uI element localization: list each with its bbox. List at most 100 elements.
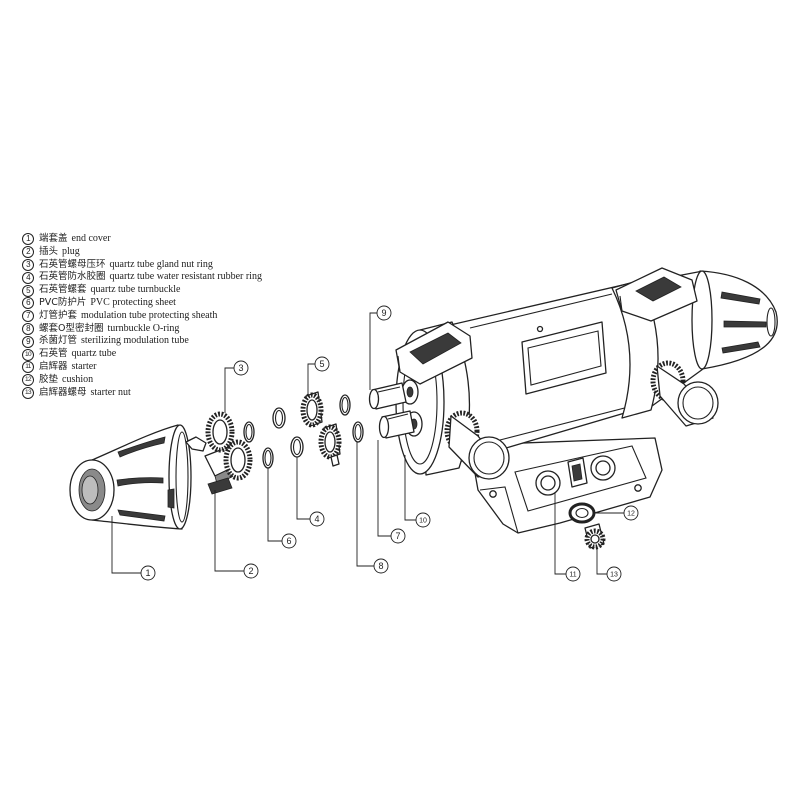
legend-en-label: quartz tube <box>71 348 117 360</box>
left-handle-shape <box>409 332 462 365</box>
right-end-cover-shape <box>766 307 776 337</box>
left-end-plate-shape <box>406 386 414 398</box>
legend-number: 7 <box>22 310 34 323</box>
legend-zh-label: 杀菌灯管 <box>39 335 78 347</box>
legend-zh-label: PVC防护片 <box>39 296 87 308</box>
legend-number: 6 <box>22 297 34 310</box>
callout-number: 1 <box>145 568 150 578</box>
sterilizer-base <box>469 437 663 534</box>
left-knob-shape <box>473 441 505 475</box>
starter-nut <box>584 523 606 550</box>
gland-nut-rings-shape <box>212 419 228 445</box>
callout-number: 8 <box>378 561 383 571</box>
sterilizer-base-shape <box>479 486 519 534</box>
legend-en-label: quartz tube gland nut ring <box>109 258 213 270</box>
quartz-tubes-shape <box>368 388 380 410</box>
callout-8: 8 <box>356 442 389 574</box>
legend-en-label: quartz tube water resistant rubber ring <box>109 271 262 283</box>
quartz-tubes <box>368 382 415 439</box>
quartz-tubes-shape <box>377 386 401 393</box>
turnbuckle-o-rings <box>339 394 364 443</box>
pvc-protecting-sheets <box>243 421 274 469</box>
callout-7: 7 <box>377 440 406 544</box>
legend-zh-label: 螺套O型密封圈 <box>39 322 104 334</box>
turnbuckle-o-rings-shape <box>341 396 349 414</box>
legend-number: 10 <box>22 348 34 361</box>
legend-number: 2 <box>22 246 34 259</box>
plug-shape <box>185 436 207 452</box>
callout-number: 3 <box>238 363 243 373</box>
legend-number: 13 <box>22 386 34 399</box>
callout-5: 5 <box>307 356 330 395</box>
rubber-rings-shape <box>274 409 284 427</box>
callout-5-shape <box>314 356 330 372</box>
callout-3: 3 <box>224 360 249 413</box>
legend-zh-label: 石英管螺母压环 <box>39 258 106 270</box>
legend-number: 1 <box>22 233 34 246</box>
legend-en-label: PVC protecting sheet <box>90 296 176 308</box>
left-handle-shape <box>397 355 401 373</box>
callout-12: 12 <box>594 505 639 521</box>
callout-6-shape <box>281 533 297 549</box>
right-knob <box>650 360 719 427</box>
legend-en-label: end cover <box>71 233 111 244</box>
right-handle-shape <box>635 276 682 302</box>
left-knob <box>444 410 510 480</box>
callout-12-shape <box>623 505 639 521</box>
legend-zh-label: 灯管护套 <box>39 309 78 321</box>
pvc-protecting-sheets-shape <box>264 449 272 467</box>
callout-number: 10 <box>419 518 427 525</box>
turnbuckles-shape <box>324 431 336 453</box>
pvc-protecting-sheets-shape <box>245 423 253 441</box>
legend-en-label: plug <box>62 245 80 257</box>
right-end-cover <box>691 270 778 370</box>
callout-9-shape <box>369 312 377 390</box>
sterilizer-base-shape <box>571 463 583 482</box>
legend-number: 11 <box>22 361 34 374</box>
callout-10-shape <box>404 455 416 521</box>
callout-6-shape <box>267 468 282 542</box>
callout-2: 2 <box>214 490 259 579</box>
callout-number: 12 <box>627 511 635 518</box>
callout-number: 6 <box>286 536 291 546</box>
callout-2-shape <box>214 490 244 572</box>
gland-nut-rings <box>205 411 253 481</box>
right-end-cover-shape <box>720 291 761 305</box>
callout-11-shape <box>565 566 581 582</box>
starter-nut-shape <box>590 534 600 544</box>
cushion-shape <box>568 502 596 524</box>
legend-zh-label: 石英管螺套 <box>39 284 87 296</box>
callout-13-shape <box>596 547 607 575</box>
legend-zh-label: 启辉器 <box>39 360 68 372</box>
sterilizer-base-shape <box>540 475 556 491</box>
callout-7-shape <box>390 528 406 544</box>
cushion-shape <box>575 507 589 519</box>
callout-9: 9 <box>369 305 392 390</box>
end-cover-shape <box>168 424 192 530</box>
sterilizer-base-shape <box>595 460 611 476</box>
legend-number: 4 <box>22 271 34 284</box>
body-panel <box>521 321 607 395</box>
legend-number: 9 <box>22 335 34 348</box>
sterilizer-base-shape <box>469 437 663 534</box>
turnbuckles-shape <box>306 399 318 421</box>
callout-8-shape <box>356 442 374 567</box>
turnbuckle-o-rings-shape <box>354 423 362 441</box>
callout-1-shape <box>140 565 156 581</box>
legend-number: 5 <box>22 284 34 297</box>
legend-zh-label: 石英管防水胶圈 <box>39 271 106 283</box>
end-cover <box>69 424 192 530</box>
legend-zh-label: 端套盖 <box>39 233 68 244</box>
legend-en-label: cushion <box>62 373 94 385</box>
legend-zh-label: 插头 <box>39 245 59 257</box>
legend-en-label: modulation tube protecting sheath <box>81 309 218 321</box>
